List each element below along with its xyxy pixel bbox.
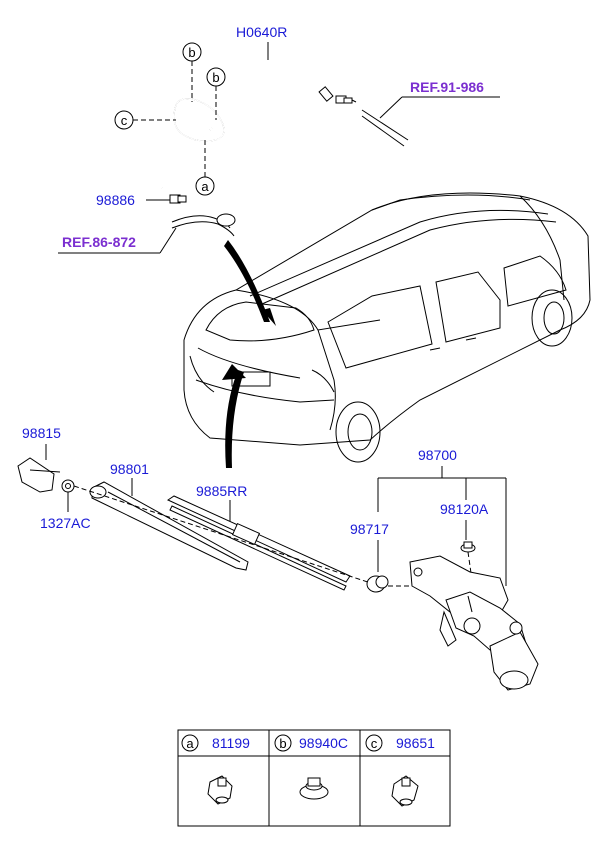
label-nut: 1327AC xyxy=(40,515,91,531)
label-bolt: 98120A xyxy=(440,501,489,517)
label-nozzle: 98886 xyxy=(96,192,135,208)
vehicle-illustration xyxy=(183,192,591,463)
washer-nozzle xyxy=(169,194,187,204)
ref-hose-left xyxy=(171,213,236,237)
legend-cell-c: c 98651 xyxy=(365,734,435,807)
callout-c: c xyxy=(114,110,176,130)
wiper-cap xyxy=(17,457,61,493)
label-cap: 98815 xyxy=(22,425,61,441)
label-hose: H0640R xyxy=(236,24,287,40)
label-motor-assy: 98700 xyxy=(418,447,457,463)
pointer-arrow-bottom xyxy=(222,364,246,468)
svg-text:a: a xyxy=(201,179,209,194)
legend-part-a: 81199 xyxy=(212,735,250,751)
assembly-axis xyxy=(73,485,381,587)
legend-table: a 81199 b 98940C c 98651 xyxy=(177,729,451,827)
bolt xyxy=(460,541,476,553)
svg-text:a: a xyxy=(186,736,194,751)
motor-assy-bracket xyxy=(377,466,507,586)
hose-connector xyxy=(335,95,357,104)
label-ref-top: REF.91-986 xyxy=(410,79,484,95)
washer-hose-assembly xyxy=(159,58,409,189)
clip-c-icon xyxy=(391,775,419,807)
callout-b-1: b xyxy=(182,42,202,102)
label-grommet: 98717 xyxy=(350,521,389,537)
wiper-nut xyxy=(61,479,75,493)
grommet xyxy=(366,575,389,593)
wiper-arm xyxy=(89,481,249,571)
clip-a-icon xyxy=(207,775,233,805)
svg-text:c: c xyxy=(121,113,128,128)
wiper-blade xyxy=(166,495,351,591)
svg-text:b: b xyxy=(188,45,195,60)
label-blade: 9885RR xyxy=(196,483,247,499)
label-arm: 98801 xyxy=(110,461,149,477)
legend-part-b: 98940C xyxy=(299,735,348,751)
callout-a: a xyxy=(195,138,215,196)
legend-part-c: 98651 xyxy=(396,735,435,751)
svg-text:b: b xyxy=(279,736,286,751)
legend-cell-b: b 98940C xyxy=(274,734,348,800)
svg-text:c: c xyxy=(371,736,378,751)
label-ref-left: REF.86-872 xyxy=(62,234,136,250)
legend-cell-a: a 81199 xyxy=(181,734,250,805)
pointer-arrow-top xyxy=(224,240,276,326)
svg-text:b: b xyxy=(212,70,219,85)
grommet-b-icon xyxy=(299,777,329,800)
callout-b-2: b xyxy=(206,67,226,120)
wiper-motor xyxy=(409,555,539,691)
